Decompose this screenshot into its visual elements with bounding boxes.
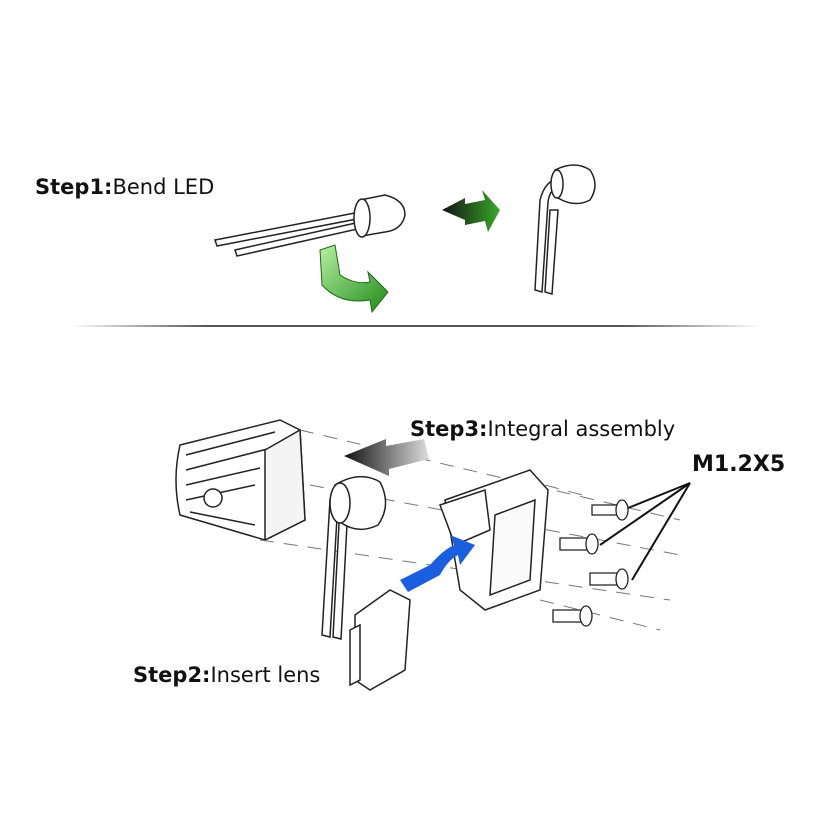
step3-label: Step3:Integral assembly: [410, 417, 676, 441]
callout-lines: [599, 482, 691, 581]
blue-arrow-icon: [400, 535, 475, 592]
screw: [559, 533, 599, 555]
bezel: [439, 469, 549, 611]
screw: [589, 568, 629, 590]
screw: [591, 499, 629, 521]
housing: [175, 419, 306, 542]
screw-size-label: M1.2X5: [692, 452, 786, 477]
led-assembled: [321, 476, 387, 640]
step1-label: Step1:Bend LED: [35, 175, 215, 199]
green-curved-arrow-icon: [319, 244, 389, 314]
lens: [349, 589, 411, 691]
screws: [552, 499, 629, 627]
gray-arrow-icon: [344, 439, 429, 476]
led-bent: [534, 164, 596, 295]
screw: [552, 605, 593, 627]
transform-arrow-icon: [442, 190, 500, 232]
section-divider: [70, 325, 760, 327]
step2-label: Step2:Insert lens: [133, 663, 321, 687]
led-straight: [214, 194, 406, 257]
